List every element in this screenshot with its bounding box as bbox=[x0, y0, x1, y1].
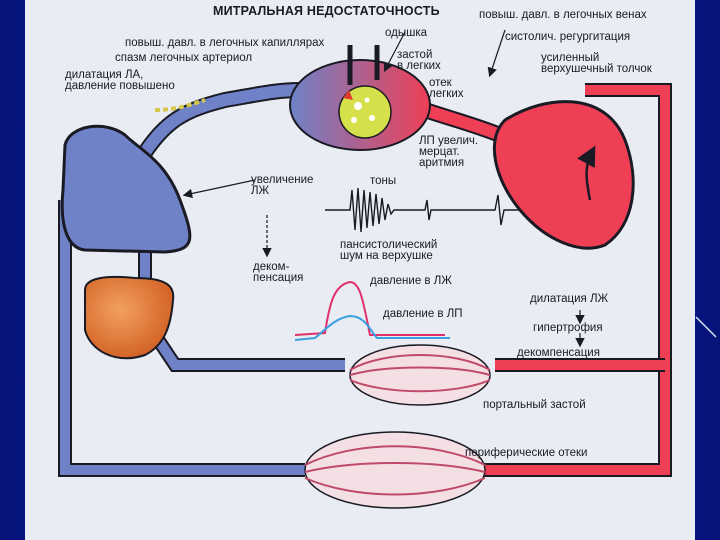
label-hypertrophy: гипертрофия bbox=[533, 322, 603, 334]
label-decomp-left: декомпенсация bbox=[517, 347, 600, 359]
diagram-title: МИТРАЛЬНАЯ НЕДОСТАТОЧНОСТЬ bbox=[213, 4, 440, 18]
label-lung-edema: отек легких bbox=[429, 77, 464, 100]
label-la-pressure: давление в ЛП bbox=[383, 308, 463, 320]
label-dyspnea: одышка bbox=[385, 27, 428, 39]
label-lv-pressure: давление в ЛЖ bbox=[370, 275, 452, 287]
label-capillary-pressure: повыш. давл. в легочных капиллярах bbox=[125, 37, 325, 49]
arterial-vessels bbox=[422, 83, 672, 477]
right-heart bbox=[60, 124, 192, 254]
corner-mark-icon bbox=[695, 316, 717, 338]
label-portal: портальный застой bbox=[483, 399, 586, 411]
pressure-curves bbox=[294, 280, 450, 341]
lung-capillaries bbox=[289, 45, 431, 151]
label-pansystolic: пансистолический шум на верхушке bbox=[340, 239, 438, 262]
label-pa-dilation: дилатация ЛА, давление повышено bbox=[65, 69, 175, 92]
label-lung-congestion: застой в легких bbox=[397, 49, 441, 72]
phonocardiogram bbox=[325, 187, 520, 233]
circulation-diagram bbox=[58, 29, 672, 509]
left-heart bbox=[492, 100, 635, 250]
label-tones: тоны bbox=[370, 175, 397, 187]
portal-capillary-bed bbox=[349, 344, 491, 406]
liver bbox=[84, 275, 175, 360]
label-pulm-vein-pressure: повыш. давл. в легочных венах bbox=[479, 9, 647, 21]
label-arteriole-spasm: спазм легочных артериол bbox=[115, 52, 253, 64]
label-edema: периферические отеки bbox=[465, 447, 588, 459]
annotation-arrows bbox=[182, 29, 585, 348]
diagram-panel: МИТРАЛЬНАЯ НЕДОСТАТОЧНОСТЬ повыш. давл. … bbox=[25, 0, 695, 540]
peripheral-capillary-bed bbox=[304, 431, 486, 509]
label-apex-beat: усиленный верхушечный толчок bbox=[541, 52, 652, 75]
label-rv-enlarge: увеличение ЛЖ bbox=[251, 174, 314, 197]
label-decomp-right: деком- пенсация bbox=[253, 261, 304, 284]
label-systolic-regurg: систолич. регургитация bbox=[505, 31, 631, 43]
label-la-enlarged: ЛП увелич. мерцат. аритмия bbox=[419, 135, 479, 169]
label-lv-dilation: дилатация ЛЖ bbox=[530, 293, 609, 305]
